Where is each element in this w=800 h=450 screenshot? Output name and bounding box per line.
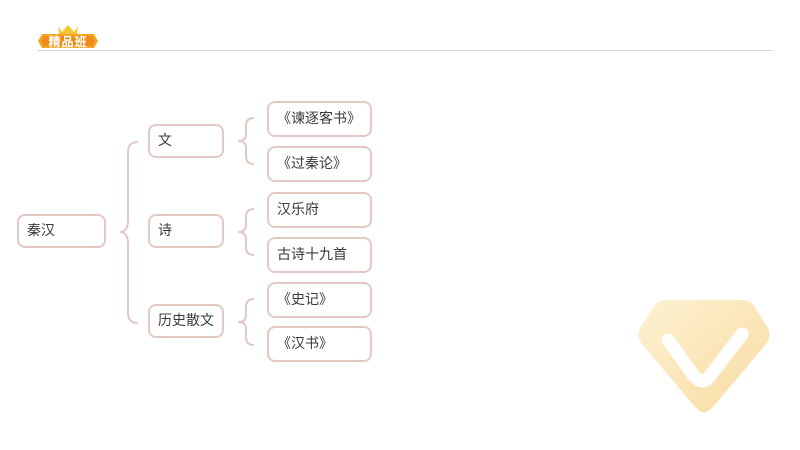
badge-label: 精品班: [48, 34, 88, 49]
leaf-label: 《史记》: [277, 292, 333, 308]
logo-badge: 精品班: [36, 24, 100, 49]
leaf-label: 《汉书》: [277, 336, 333, 352]
branch-label: 历史散文: [158, 313, 214, 329]
branch-node-wen: 文: [148, 124, 224, 158]
branch-label: 诗: [158, 223, 172, 239]
branch-label: 文: [158, 133, 172, 149]
branch-node-lishi: 历史散文: [148, 304, 224, 338]
leaf-node: 《史记》: [267, 282, 372, 318]
root-node: 秦汉: [17, 214, 106, 248]
leaf-node: 古诗十九首: [267, 237, 372, 273]
watermark-logo: [636, 296, 772, 414]
root-label: 秦汉: [27, 223, 55, 239]
branch-brace-lishi: [237, 298, 255, 346]
root-brace: [119, 141, 139, 324]
leaf-label: 《谏逐客书》: [277, 111, 361, 127]
v-diamond-logo-icon: [638, 300, 770, 412]
crown-badge-icon: [38, 25, 98, 48]
leaf-label: 《过秦论》: [277, 156, 347, 172]
leaf-node: 《汉书》: [267, 326, 372, 362]
branch-brace-wen: [237, 117, 255, 165]
leaf-label: 古诗十九首: [277, 247, 347, 263]
branch-brace-shi: [237, 208, 255, 256]
leaf-node: 汉乐府: [267, 192, 372, 228]
leaf-label: 汉乐府: [277, 202, 319, 218]
leaf-node: 《过秦论》: [267, 146, 372, 182]
header-divider: [38, 50, 773, 51]
branch-node-shi: 诗: [148, 214, 224, 248]
leaf-node: 《谏逐客书》: [267, 101, 372, 137]
